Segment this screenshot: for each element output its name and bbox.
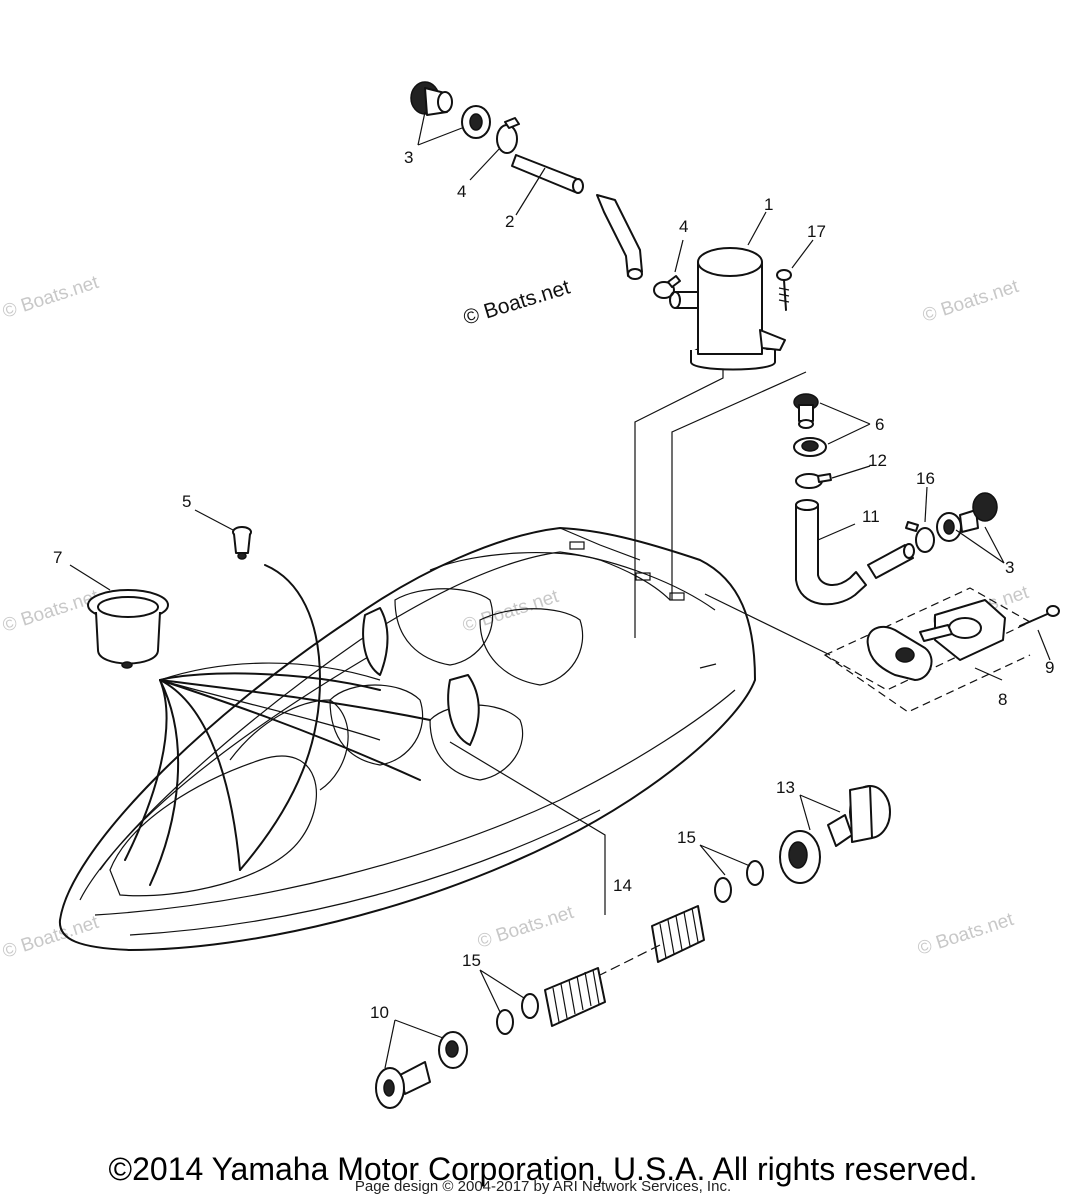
- cup-holder: [87, 589, 169, 669]
- watermark-left-mid: © Boats.net: [0, 586, 102, 637]
- thru-hull-10: [375, 1031, 468, 1109]
- bilge-pump: [669, 247, 786, 371]
- thru-hull-13: [779, 785, 891, 884]
- watermark-right-top: © Boats.net: [920, 276, 1022, 327]
- clamp-16: [905, 521, 935, 553]
- watermark-right-bottom: © Boats.net: [915, 909, 1017, 960]
- grommet-5: [232, 526, 252, 560]
- drain-plate-assembly: [823, 587, 1060, 713]
- label-part-9: 9: [1045, 658, 1054, 677]
- leader-lines: [69, 111, 1051, 1069]
- label-part-13: 13: [776, 778, 795, 797]
- label-part-7: 7: [53, 548, 62, 567]
- label-part-15-lower: 15: [462, 951, 481, 970]
- fitting-6: [793, 393, 827, 457]
- fitting-3-right: [936, 492, 998, 542]
- label-part-10: 10: [370, 1003, 389, 1022]
- label-part-8: 8: [998, 690, 1007, 709]
- part-labels: 1 2 3 3 4 4 5 6 7 8 9 10 11 12 13 14 15 …: [53, 148, 1054, 1022]
- label-part-14: 14: [613, 876, 632, 895]
- screw-17: [776, 269, 792, 311]
- watermark-main: © Boats.net: [461, 276, 573, 330]
- label-part-6: 6: [875, 415, 884, 434]
- hose-11: [795, 499, 915, 606]
- label-part-11: 11: [862, 507, 880, 526]
- label-part-4-right: 4: [679, 217, 688, 236]
- label-part-15-upper: 15: [677, 828, 696, 847]
- label-part-2: 2: [505, 212, 514, 231]
- label-part-5: 5: [182, 492, 191, 511]
- footer-page-design: Page design © 2004-2017 by ARI Network S…: [354, 1178, 732, 1195]
- clamp-12: [795, 473, 832, 489]
- label-part-3-right: 3: [1005, 558, 1014, 577]
- fitting-3-top: [410, 81, 491, 139]
- clamps-15-upper: [714, 860, 764, 903]
- label-part-16: 16: [916, 469, 935, 488]
- drain-hoses: [124, 564, 431, 886]
- watermark-left-top: © Boats.net: [0, 272, 102, 323]
- label-part-17: 17: [807, 222, 826, 241]
- watermark-center-mid: © Boats.net: [460, 586, 562, 637]
- label-part-3-top: 3: [404, 148, 413, 167]
- bellows-14: [544, 905, 705, 1027]
- label-part-1: 1: [764, 195, 773, 214]
- clamps-15-lower: [496, 993, 539, 1035]
- watermark-left-bottom: © Boats.net: [0, 912, 102, 963]
- clamp-4-right: [653, 275, 681, 299]
- label-part-4-top: 4: [457, 182, 466, 201]
- clamp-4-top: [496, 117, 520, 154]
- label-part-12: 12: [868, 451, 887, 470]
- boat-hull: [58, 527, 756, 951]
- watermark-center-bottom: © Boats.net: [475, 902, 577, 953]
- hose-2: [511, 154, 643, 280]
- footer-copyright: ©2014 Yamaha Motor Corporation, U.S.A. A…: [108, 1151, 978, 1187]
